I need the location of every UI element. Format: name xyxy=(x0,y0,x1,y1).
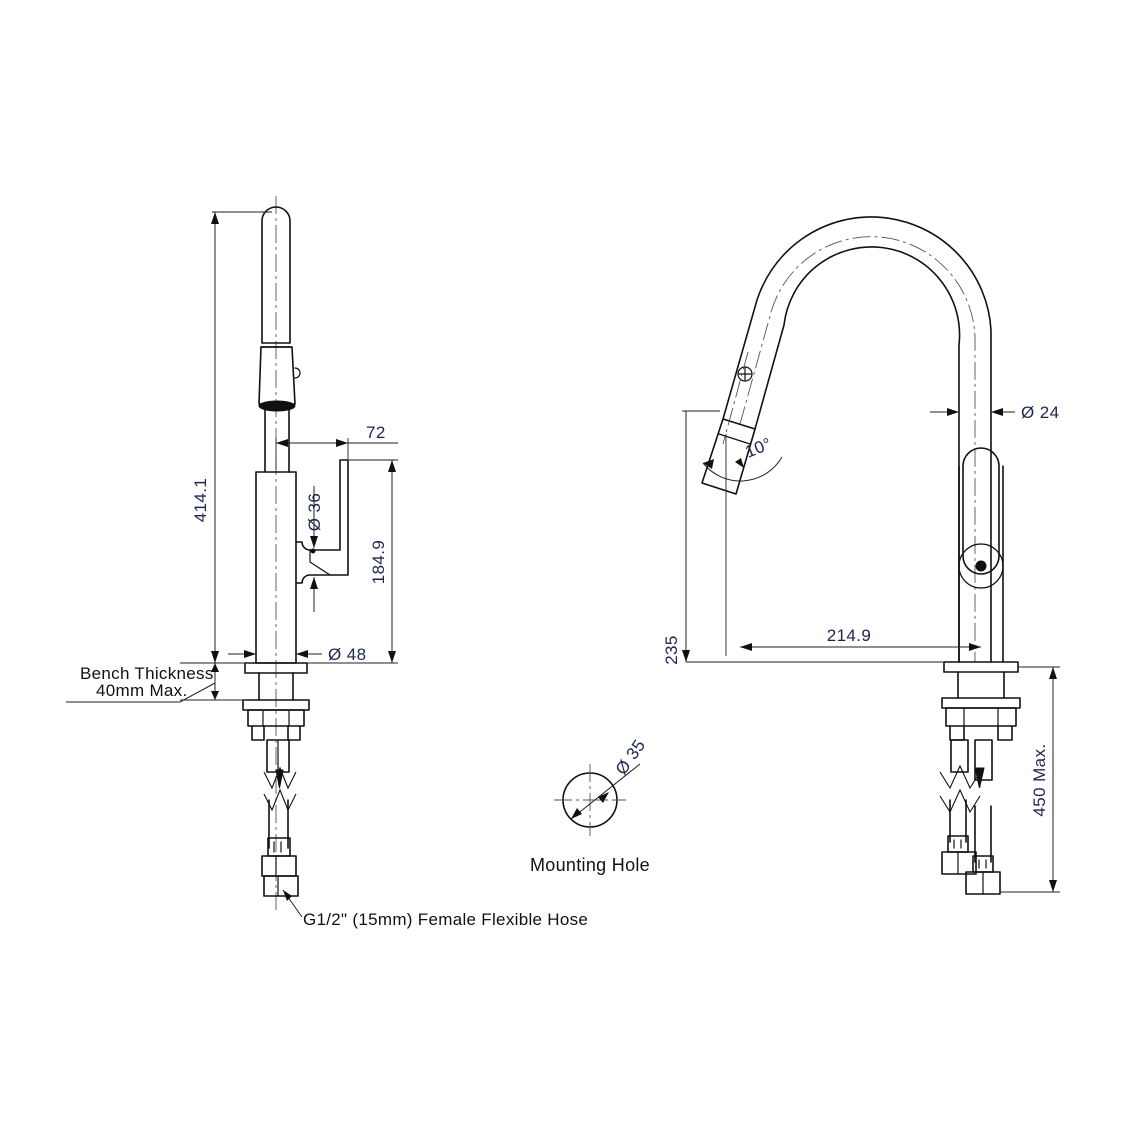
fixing-nut-block-side xyxy=(945,707,1017,727)
caption-mounting-hole: Mounting Hole xyxy=(530,855,650,875)
hose-break-side-arrow xyxy=(974,767,985,789)
hose-break-arrow xyxy=(275,769,284,789)
arrow-450-bottom xyxy=(1049,880,1057,892)
hose-break-side-upper xyxy=(939,764,981,790)
hose-hex-nut-upper xyxy=(261,855,297,877)
fixing-nut-block xyxy=(247,709,305,727)
under-bench-washer-side xyxy=(941,697,1021,709)
arrow-24-right xyxy=(991,408,1003,416)
hose-connector-side-right xyxy=(974,739,993,781)
hose-hex-nut-side-left xyxy=(941,851,977,875)
hose-connector-upper xyxy=(266,739,290,773)
hose-ferrule-marks xyxy=(273,841,282,853)
dim-handle-height: 184.9 xyxy=(369,540,388,585)
gooseneck-outer-wall xyxy=(722,216,992,663)
arrow-bench-bottom xyxy=(211,691,219,700)
arrow-414-top xyxy=(211,212,219,224)
arrow-450-top xyxy=(1049,667,1057,679)
arrow-72-right xyxy=(336,439,348,447)
hose-hex-nut-side-right xyxy=(965,871,1001,895)
arrow-1849-top xyxy=(388,460,396,472)
arrow-10deg-right xyxy=(735,458,744,468)
column-side-walls xyxy=(958,465,1004,663)
note-bench-thickness-line1: Bench Thickness xyxy=(80,664,214,683)
mounting-shank-side xyxy=(957,671,1005,699)
handle-pivot-center-dot xyxy=(975,560,987,572)
arrow-mounting-hole-lower xyxy=(571,808,582,819)
dim-spout-reach: 214.9 xyxy=(827,626,872,645)
hose-break-symbol-upper xyxy=(263,766,297,790)
spray-head-collar xyxy=(258,346,296,405)
spray-head-side-button-icon xyxy=(737,366,753,382)
fixing-studs xyxy=(251,725,301,741)
dim-mounting-hole-dia: Ø 35 xyxy=(612,736,650,778)
dim-spout-offset: 72 xyxy=(366,423,386,442)
dim-spray-angle: 10° xyxy=(742,434,774,462)
arrow-414-bottom xyxy=(211,651,219,663)
arrow-hose-label xyxy=(283,890,292,901)
dim-hose-length: 450 Max. xyxy=(1030,743,1049,816)
arrow-10deg-left xyxy=(703,459,714,469)
dim-overall-height: 414.1 xyxy=(191,478,210,523)
gooseneck-centerline xyxy=(739,236,976,662)
mounting-hole-dim-line xyxy=(570,763,641,820)
spray-head-axis xyxy=(722,351,749,445)
spray-head-outlet xyxy=(258,400,296,412)
fixing-nut-side-lines xyxy=(963,707,999,727)
hose-hex-nut-lower xyxy=(263,875,299,897)
hose-ferrule-left-marks xyxy=(953,839,962,849)
arrow-235-bottom xyxy=(682,650,690,662)
arrow-36-down xyxy=(310,536,318,548)
hose-connector-side-left xyxy=(950,739,969,773)
hose-break-side-lower xyxy=(939,788,981,814)
flexible-hose-side-right xyxy=(974,805,992,863)
arrow-24-left xyxy=(947,408,959,416)
arrow-48-left xyxy=(244,650,256,658)
flexible-hose-side-left xyxy=(949,799,967,843)
arrow-2149-right xyxy=(969,643,981,651)
note-hose-spec: G1/2" (15mm) Female Flexible Hose xyxy=(303,910,588,929)
hose-ferrule-right-marks xyxy=(978,859,987,869)
handle-lever-detail xyxy=(309,549,331,576)
spray-head-button-icon xyxy=(294,367,301,379)
dim-spout-tube-dia: Ø 24 xyxy=(1021,403,1059,422)
gooseneck-inner-wall xyxy=(754,246,961,663)
spray-head-upper-body xyxy=(261,206,291,344)
mounting-hole-detail: Ø 35 Mounting Hole xyxy=(530,736,650,875)
hose-ferrule-side-left xyxy=(947,835,969,853)
right-view-side-elevation: Ø 24 10° 235 214.9 xyxy=(662,216,1060,895)
arrow-36-up xyxy=(310,577,318,589)
hose-ferrule xyxy=(267,837,291,857)
dim-body-dia: Ø 48 xyxy=(328,645,366,664)
fixing-nut-inner-lines xyxy=(262,709,290,727)
leader-bench-thickness xyxy=(66,682,216,703)
spout-stem xyxy=(264,405,290,473)
under-bench-washer xyxy=(242,699,310,711)
angle-arc-10deg xyxy=(702,456,783,482)
handle-side-body xyxy=(962,447,1000,575)
arrow-2149-left xyxy=(740,643,752,651)
handle-pivot-dot xyxy=(310,548,316,554)
mounting-shank xyxy=(258,672,294,701)
left-view-front-elevation: 414.1 72 Ø 36 184.9 xyxy=(66,196,588,929)
base-flange xyxy=(244,662,308,674)
spray-head-side-band xyxy=(718,433,751,445)
arrow-48-right xyxy=(296,650,308,658)
note-bench-thickness-line2: 40mm Max. xyxy=(96,681,188,700)
dim-spout-height: 235 xyxy=(662,635,681,665)
arrow-72-left xyxy=(276,439,288,447)
arrow-mounting-hole-upper xyxy=(598,792,609,803)
flexible-hose xyxy=(268,799,289,849)
arrow-1849-bottom xyxy=(388,651,396,663)
arrow-bench-top xyxy=(211,663,219,672)
dim-spray-head-dia: Ø 36 xyxy=(305,493,324,531)
fixing-studs-side xyxy=(949,725,1013,741)
base-flange-side xyxy=(943,661,1019,673)
